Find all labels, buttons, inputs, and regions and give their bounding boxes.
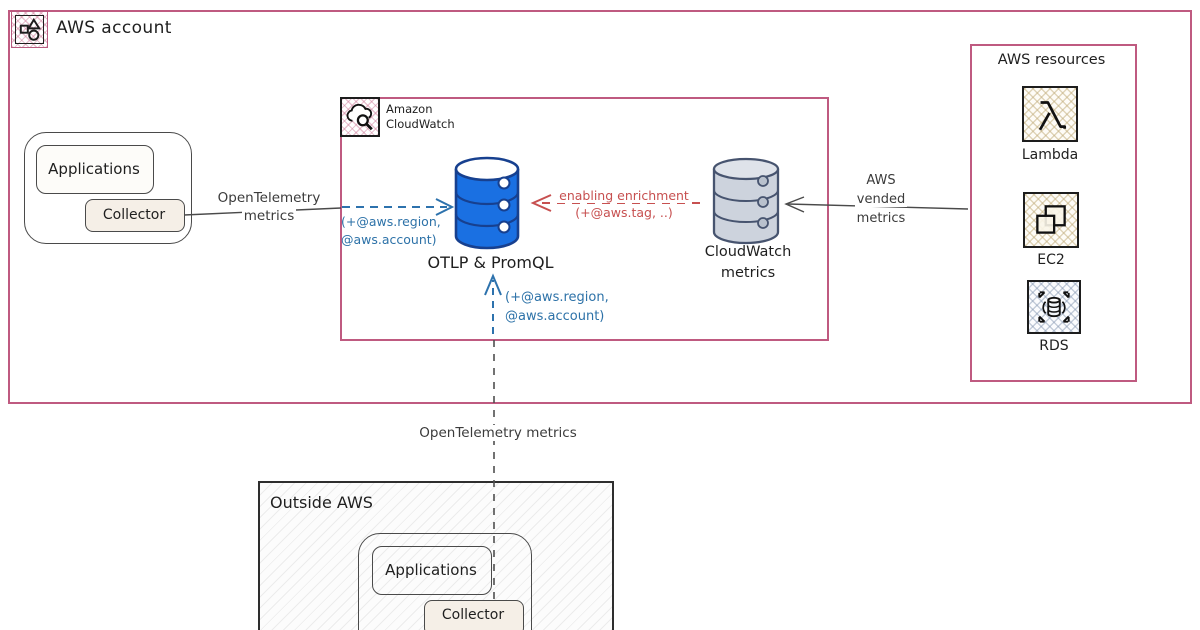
ec2-label: EC2: [1037, 252, 1065, 268]
overlapping-squares-glyph: [1036, 205, 1066, 234]
rds-label: RDS: [1039, 338, 1069, 354]
collector-label: Collector: [102, 206, 166, 223]
outside-applications-node: [372, 546, 492, 595]
outside-apps-group-box: [358, 533, 532, 630]
cloud-magnifier-glyph: [346, 103, 373, 131]
vended-metrics-label: AWS vended metrics: [854, 173, 908, 226]
organization-shapes-glyph: [19, 17, 41, 41]
outside-aws-box: [258, 481, 614, 630]
aws-account-title: AWS account: [56, 18, 172, 38]
cloudwatch-service-label: Amazon CloudWatch: [386, 102, 455, 131]
aws-resources-title: AWS resources: [997, 52, 1106, 68]
lambda-label: Lambda: [1021, 147, 1079, 163]
otel-metrics-left-label: OpenTelemetry metrics: [215, 190, 323, 225]
lambda-glyph: [1038, 101, 1067, 131]
ec2-icon: [1023, 192, 1079, 248]
database-scale-glyph: [1038, 291, 1070, 323]
enrichment-annotation: enabling enrichment (+@aws.tag, ..): [557, 188, 691, 220]
otlp-promql-database: [454, 156, 520, 250]
applications-node: [36, 145, 154, 194]
lambda-icon: [1022, 86, 1078, 142]
otel-metrics-bottom-label: OpenTelemetry metrics: [417, 425, 579, 441]
region-account-annotation-left: (+@aws.region, @aws.account): [341, 214, 441, 248]
rds-icon: [1027, 280, 1081, 334]
outside-collector-node: [424, 600, 524, 630]
cloudwatch-metrics-database: [712, 157, 780, 245]
region-account-annotation-bottom: (+@aws.region, @aws.account): [505, 290, 609, 324]
cloudwatch-icon: [340, 97, 380, 137]
aws-account-icon: [11, 11, 48, 48]
outside-collector-label: Collector: [441, 607, 505, 623]
cloudwatch-metrics-label: CloudWatch metrics: [704, 244, 792, 282]
outside-applications-label: Applications: [385, 560, 477, 579]
applications-label: Applications: [48, 159, 140, 178]
otlp-promql-label: OTLP & PromQL: [427, 253, 554, 272]
outside-aws-title: Outside AWS: [270, 493, 373, 512]
